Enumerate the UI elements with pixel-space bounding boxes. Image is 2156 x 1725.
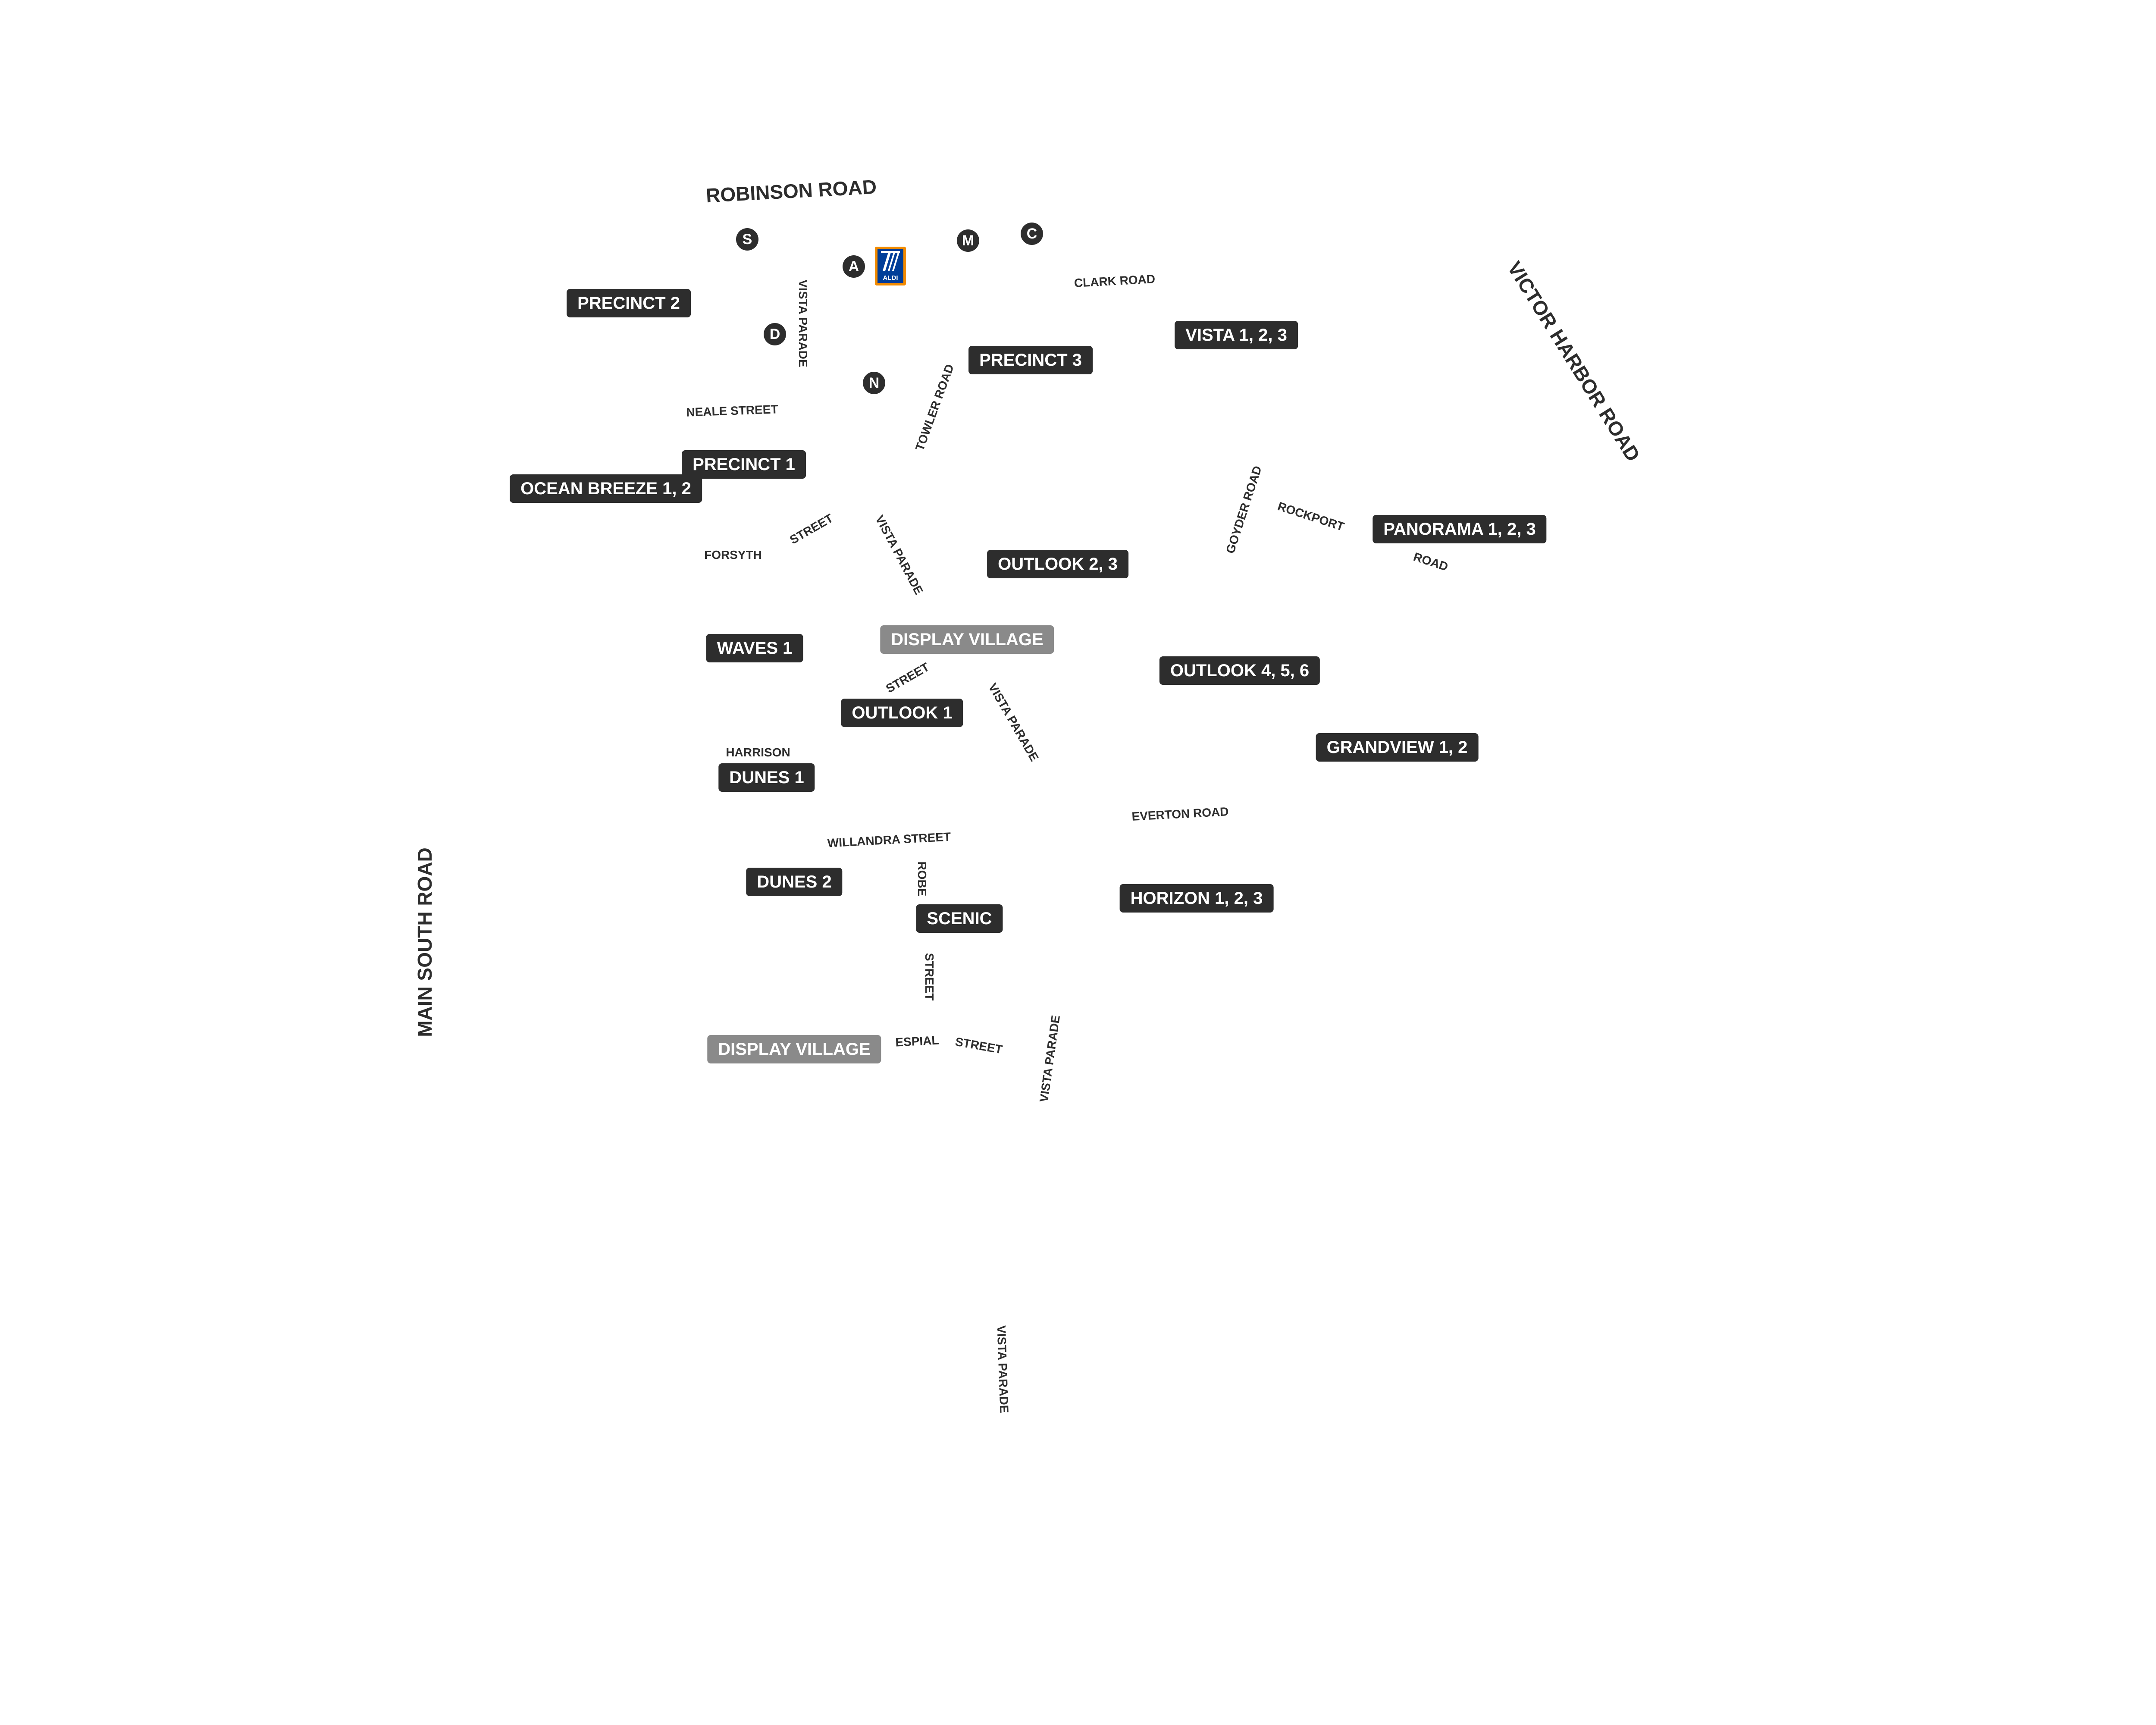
forsyth-label: FORSYTH — [704, 548, 762, 561]
willandra-street-label: WILLANDRA STREET — [827, 830, 951, 850]
rockport-label: ROCKPORT — [1276, 499, 1346, 534]
towler-road-label: TOWLER ROAD — [912, 362, 957, 453]
aldi-logo[interactable]: ALDI — [875, 247, 906, 285]
vista-label[interactable]: VISTA 1, 2, 3 — [1175, 321, 1298, 349]
harrison-label: HARRISON — [726, 746, 790, 759]
street-label: STREET — [954, 1035, 1004, 1057]
neale-street-label: NEALE STREET — [686, 402, 779, 419]
street-label: STREET — [787, 511, 836, 547]
ocean-breeze-label[interactable]: OCEAN BREEZE 1, 2 — [510, 474, 702, 503]
marker-a[interactable]: A — [843, 255, 865, 278]
clark-road-label: CLARK ROAD — [1074, 272, 1156, 290]
street-label: STREET — [923, 953, 936, 1001]
robe-label: ROBE — [915, 861, 929, 897]
aldi-logo-text: ALDI — [883, 274, 898, 282]
waves-label[interactable]: WAVES 1 — [706, 634, 803, 662]
marker-s[interactable]: S — [736, 228, 758, 251]
espial-label: ESPIAL — [895, 1033, 940, 1049]
outlook-2-3-label[interactable]: OUTLOOK 2, 3 — [987, 550, 1128, 578]
vista-parade-label: VISTA PARADE — [873, 513, 926, 597]
goyder-road-label: GOYDER ROAD — [1223, 464, 1264, 555]
panorama-label[interactable]: PANORAMA 1, 2, 3 — [1373, 515, 1547, 543]
outlook-4-5-6-label[interactable]: OUTLOOK 4, 5, 6 — [1159, 656, 1320, 685]
aldi-stripes-icon — [881, 251, 900, 271]
marker-d[interactable]: D — [764, 323, 786, 345]
street-label: STREET — [884, 660, 932, 696]
road-label: ROAD — [1412, 550, 1450, 574]
marker-c[interactable]: C — [1021, 223, 1043, 245]
scenic-label[interactable]: SCENIC — [916, 904, 1003, 933]
aldi-logo-panel: ALDI — [877, 249, 903, 283]
dunes-2-label[interactable]: DUNES 2 — [746, 868, 843, 896]
precinct-3-label[interactable]: PRECINCT 3 — [968, 346, 1093, 374]
robinson-road-label: ROBINSON ROAD — [705, 175, 877, 207]
horizon-label[interactable]: HORIZON 1, 2, 3 — [1119, 884, 1274, 913]
victor-harbor-road-label: VICTOR HARBOR ROAD — [1503, 257, 1645, 465]
marker-m[interactable]: M — [957, 229, 979, 252]
vista-parade-label: VISTA PARADE — [986, 681, 1041, 764]
marker-n[interactable]: N — [863, 372, 885, 394]
vista-parade-label: VISTA PARADE — [1037, 1014, 1062, 1103]
grandview-label[interactable]: GRANDVIEW 1, 2 — [1316, 733, 1479, 762]
vista-parade-label: VISTA PARADE — [994, 1325, 1011, 1414]
vista-parade-label: VISTA PARADE — [796, 279, 810, 367]
precinct-2-label[interactable]: PRECINCT 2 — [567, 289, 691, 317]
outlook-1-label[interactable]: OUTLOOK 1 — [841, 699, 963, 727]
dunes-1-label[interactable]: DUNES 1 — [718, 763, 815, 792]
main-south-road-label: MAIN SOUTH ROAD — [414, 847, 436, 1037]
precinct-1-label[interactable]: PRECINCT 1 — [682, 450, 806, 479]
display-village-label[interactable]: DISPLAY VILLAGE — [707, 1035, 881, 1063]
display-village-label[interactable]: DISPLAY VILLAGE — [880, 625, 1054, 654]
everton-road-label: EVERTON ROAD — [1131, 805, 1229, 823]
